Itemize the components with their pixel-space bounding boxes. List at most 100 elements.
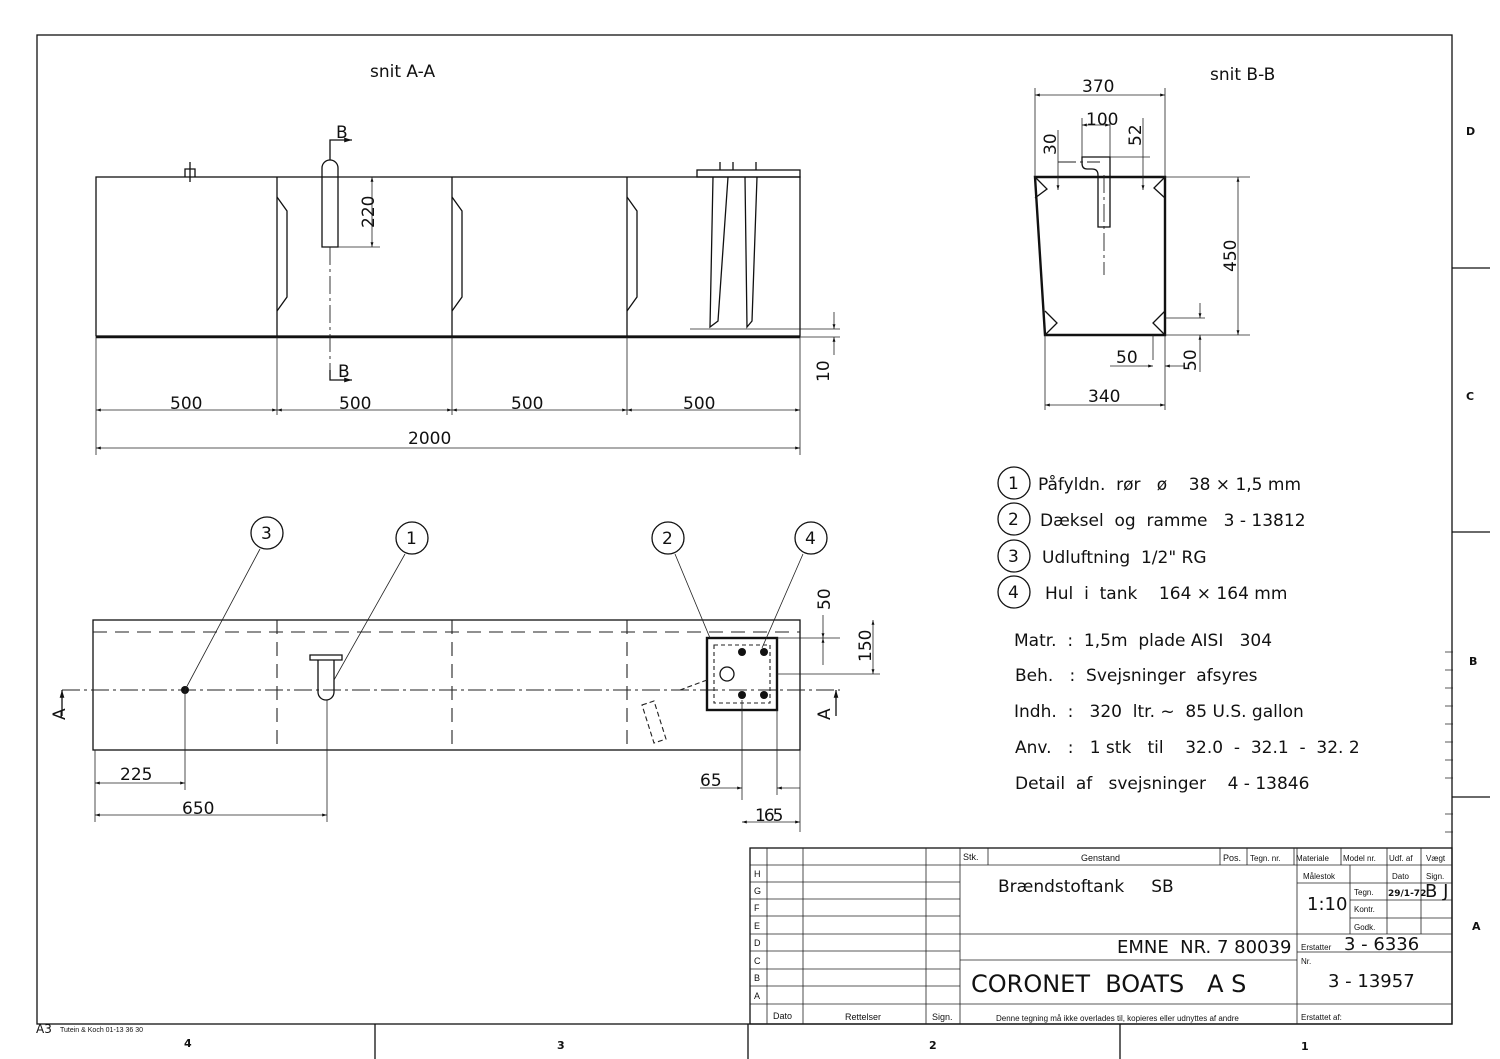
hdr-stk: Stk.: [963, 852, 979, 862]
dim-chamfer-v: 50: [1181, 349, 1201, 371]
label: 4: [805, 529, 816, 549]
note-treatment: Beh. : Svejsninger afsyres: [1015, 666, 1258, 686]
dim-seg-1: 500: [170, 394, 202, 414]
cut-a-right: A: [815, 708, 835, 720]
callout-3: 3: [250, 516, 284, 550]
notes: Matr. : 1,5m plade AISI 304 Beh. : Svejs…: [1014, 631, 1360, 794]
label: G: [754, 886, 761, 896]
replaces-label: Erstatter: [1301, 943, 1332, 952]
section-aa-title: snit A-A: [370, 62, 435, 82]
label: 2: [662, 529, 673, 549]
callout-2: 2: [651, 521, 685, 555]
drawn-sign: B J: [1425, 881, 1448, 902]
copyright-notice: Denne tegning må ikke overlades til, kop…: [996, 1014, 1239, 1023]
note-capacity: Indh. : 320 ltr. ~ 85 U.S. gallon: [1014, 702, 1304, 722]
role-godk: Godk.: [1354, 923, 1375, 932]
replaced-by-label: Erstattet af:: [1301, 1013, 1342, 1022]
zone-1: 1: [1301, 1040, 1309, 1053]
dim-gap: 10: [814, 360, 834, 382]
dim-top-width: 370: [1082, 77, 1114, 97]
revision-rows: HG FE DC BA: [754, 869, 761, 1001]
label: 4: [1008, 583, 1019, 603]
label: B: [754, 973, 760, 983]
note-weld-detail: Detail af svejsninger 4 - 13846: [1015, 774, 1309, 794]
hdr-vaegt: Vægt: [1426, 854, 1446, 863]
drawing-number: 3 - 13957: [1328, 971, 1415, 992]
dim-height: 450: [1221, 240, 1241, 272]
section-bb: snit B-B 370 100 30 52 450 50 50 340: [1033, 65, 1275, 410]
dim-225: 225: [120, 765, 152, 785]
dim-52: 52: [1126, 124, 1146, 146]
zone-C: C: [1466, 390, 1474, 403]
label: Udluftning 1/2" RG: [1042, 548, 1207, 568]
emne-nr: EMNE NR. 7 80039: [1117, 937, 1291, 958]
fill-pipe-section: [1081, 156, 1111, 228]
label: F: [754, 903, 760, 913]
dim-pipe-height: 220: [359, 196, 379, 228]
dim-65: 65: [700, 771, 722, 791]
callout-4: 4: [794, 521, 828, 555]
label: D: [754, 938, 761, 948]
label: Dæksel og ramme 3 - 13812: [1040, 511, 1306, 531]
role-tegn: Tegn.: [1354, 888, 1374, 897]
company-name: CORONET BOATS A S: [971, 970, 1246, 998]
dim-bottom-width: 340: [1088, 387, 1120, 407]
zone-3: 3: [557, 1039, 565, 1052]
scale-value: 1:10: [1307, 894, 1347, 915]
cut-b-top: B: [336, 123, 348, 143]
rev-sign: Sign.: [932, 1012, 953, 1022]
plan-view: A A 225 650 65 165 50 150 3 1 2 4: [50, 516, 880, 832]
item-name: Brændstoftank SB: [998, 877, 1174, 897]
dim-seg-2: 500: [339, 394, 371, 414]
rev-rettelser: Rettelser: [845, 1012, 881, 1022]
dim-total: 2000: [408, 429, 451, 449]
part-3: 3 Udluftning 1/2" RG: [997, 539, 1207, 573]
dim-650: 650: [182, 799, 214, 819]
sign-label: Sign.: [1426, 872, 1444, 881]
zone-B: B: [1469, 655, 1477, 668]
label: C: [754, 956, 761, 966]
dim-50: 50: [815, 588, 835, 610]
replaces-value: 3 - 6336: [1344, 934, 1419, 955]
nr-label: Nr.: [1301, 957, 1311, 966]
hdr-pos: Pos.: [1223, 853, 1241, 863]
hdr-materiale: Materiale: [1296, 854, 1329, 863]
callout-1: 1: [395, 521, 429, 555]
sheet-format: A3: [36, 1022, 52, 1036]
dim-165: 165: [755, 806, 783, 826]
zone-4: 4: [184, 1037, 192, 1050]
label: 2: [1008, 510, 1019, 530]
role-kontr: Kontr.: [1354, 905, 1375, 914]
hdr-model-nr: Model nr.: [1343, 854, 1376, 863]
cut-b-bottom: B: [338, 362, 350, 382]
zone-D: D: [1466, 125, 1475, 138]
label: A: [754, 991, 760, 1001]
zone-A: A: [1472, 920, 1481, 933]
part-2: 2 Dæksel og ramme 3 - 13812: [997, 502, 1306, 536]
cover-plate: [696, 169, 801, 178]
fill-pipe: [321, 159, 339, 248]
hdr-genstand: Genstand: [1081, 853, 1120, 863]
label: Påfyldn. rør ø 38 × 1,5 mm: [1038, 474, 1301, 495]
drawn-date: 29/1-72: [1388, 889, 1426, 899]
dim-30: 30: [1041, 133, 1061, 155]
hdr-tegn-nr: Tegn. nr.: [1250, 854, 1281, 863]
dim-150: 150: [856, 630, 876, 662]
dim-pipe-offset: 100: [1086, 110, 1118, 130]
note-material: Matr. : 1,5m plade AISI 304: [1014, 631, 1272, 651]
label: 1: [406, 529, 417, 549]
label: 3: [1008, 547, 1019, 567]
dim-seg-3: 500: [511, 394, 543, 414]
rev-dato: Dato: [773, 1011, 792, 1021]
vent-cap: [184, 162, 196, 182]
printer-label: Tutein & Koch 01-13 36 30: [60, 1027, 143, 1034]
cut-a-left: A: [50, 708, 70, 720]
section-aa: snit A-A B B 10 220 500 500 500 500 2000: [95, 62, 840, 455]
drawing-frame: [36, 34, 1490, 1059]
dim-chamfer-h: 50: [1116, 348, 1138, 368]
title-block: Stk. Genstand Pos. Tegn. nr. Materiale M…: [749, 847, 1453, 1025]
